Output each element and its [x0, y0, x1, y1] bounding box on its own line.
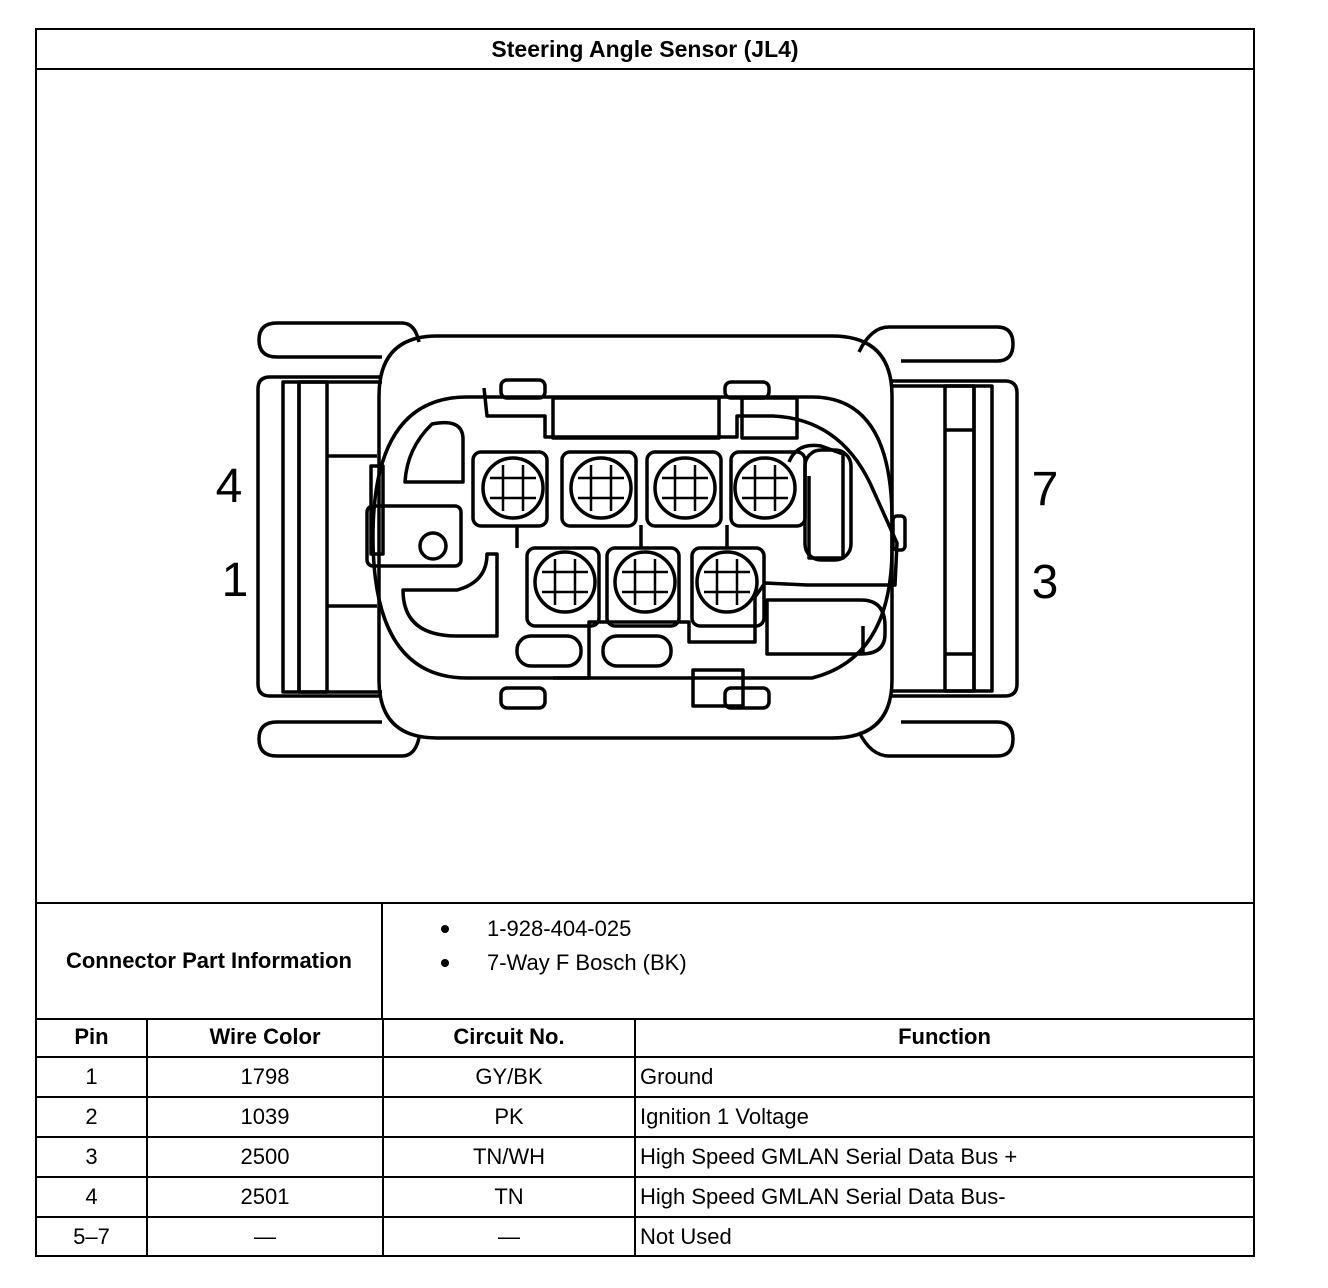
cell-function: Ignition 1 Voltage: [635, 1097, 1253, 1138]
pin-label-1: 1: [222, 554, 249, 607]
diagram-title-text: Steering Angle Sensor (JL4): [491, 35, 799, 62]
left-locking-clips: [257, 321, 421, 758]
cell-pin: 5–7: [37, 1217, 148, 1256]
header-pin: Pin: [37, 1018, 148, 1058]
cell-function: High Speed GMLAN Serial Data Bus-: [635, 1177, 1253, 1218]
cell-circuit-no: —: [383, 1217, 636, 1256]
table-row: 3 2500 TN/WH High Speed GMLAN Serial Dat…: [37, 1137, 1253, 1178]
cell-wire-color: —: [147, 1217, 384, 1256]
left-side-latch: [256, 375, 382, 698]
connector-part-info-list: 1-928-404-025 7-Way F Bosch (BK): [437, 912, 687, 980]
pin-label-4: 4: [216, 460, 243, 513]
header-function: Function: [635, 1018, 1253, 1058]
part-info-item: 7-Way F Bosch (BK): [437, 946, 687, 980]
terminal-cavities: [365, 378, 899, 710]
header-wire-color: Wire Color: [147, 1018, 384, 1058]
connector-sheet: Steering Angle Sensor (JL4): [35, 28, 1255, 1257]
terminal-socket-contacts: [490, 465, 788, 605]
cell-wire-color: 2501: [147, 1177, 384, 1218]
cell-wire-color: 2500: [147, 1137, 384, 1178]
table-row: 5–7 — — Not Used: [37, 1217, 1253, 1256]
cell-circuit-no: PK: [383, 1097, 636, 1138]
connector-part-info-label: Connector Part Information: [37, 904, 383, 1018]
part-info-item: 1-928-404-025: [437, 912, 687, 946]
cell-function: Ground: [635, 1057, 1253, 1098]
cell-circuit-no: TN/WH: [383, 1137, 636, 1178]
connector-face-drawing: 4 1 7 3: [216, 321, 1059, 758]
terminal-sockets-lower-row: [515, 525, 766, 628]
header-circuit-no: Circuit No.: [383, 1018, 636, 1058]
bullet-icon: [441, 925, 449, 933]
cell-pin: 3: [37, 1137, 148, 1178]
table-row: 4 2501 TN High Speed GMLAN Serial Data B…: [37, 1177, 1253, 1218]
diagram-title: Steering Angle Sensor (JL4): [37, 30, 1253, 70]
pin-label-3: 3: [1032, 556, 1059, 609]
cell-circuit-no: TN: [383, 1177, 636, 1218]
cell-circuit-no: GY/BK: [383, 1057, 636, 1098]
table-row: 2 1039 PK Ignition 1 Voltage: [37, 1097, 1253, 1138]
right-locking-clips: [857, 325, 1015, 758]
cell-wire-color: 1798: [147, 1057, 384, 1098]
cell-pin: 1: [37, 1057, 148, 1098]
terminal-sockets-upper-row: [471, 450, 807, 528]
right-side-latch: [892, 379, 1019, 698]
table-header-row: Pin Wire Color Circuit No. Function: [37, 1018, 1253, 1058]
pin-label-7: 7: [1032, 463, 1059, 516]
cell-pin: 4: [37, 1177, 148, 1218]
cell-function: Not Used: [640, 1224, 732, 1249]
table-row: 1 1798 GY/BK Ground: [37, 1057, 1253, 1098]
connector-part-info: Connector Part Information 1-928-404-025…: [37, 904, 1253, 1020]
pin-assignment-table: Pin Wire Color Circuit No. Function 1 17…: [37, 1018, 1253, 1256]
cell-function: High Speed GMLAN Serial Data Bus +: [635, 1137, 1253, 1178]
cell-wire-color: 1039: [147, 1097, 384, 1138]
connector-face-view: 4 1 7 3: [37, 70, 1253, 904]
bullet-icon: [441, 959, 449, 967]
cell-pin: 2: [37, 1097, 148, 1138]
